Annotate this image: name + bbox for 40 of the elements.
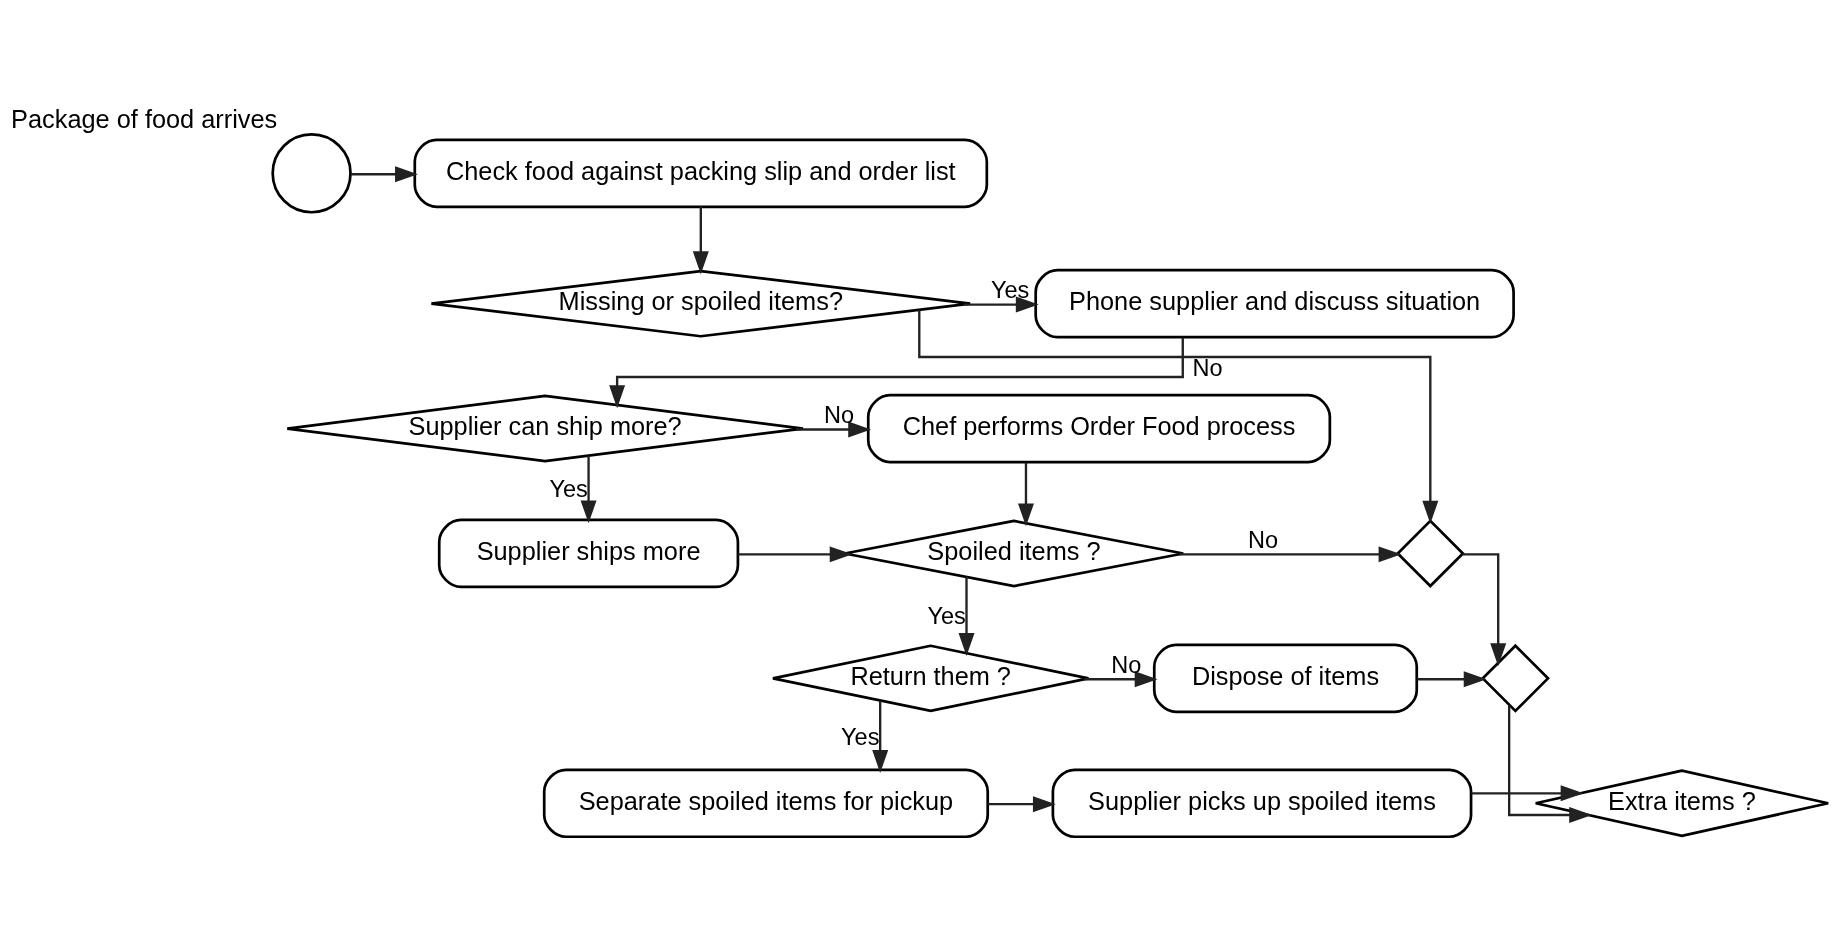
- node-diamond: Return them ?: [771, 643, 1090, 712]
- arrow: [987, 795, 1056, 812]
- arrow: [609, 337, 1184, 408]
- node-diamond: Missing or spoiled items?: [430, 269, 972, 338]
- edge-label: Yes: [549, 475, 588, 502]
- node-box: Chef performs Order Food process: [866, 393, 1332, 463]
- arrow: [1017, 462, 1034, 526]
- node-box: Separate spoiled items for pickup: [542, 767, 990, 838]
- arrow: [963, 296, 1039, 313]
- edge-label: No: [1248, 526, 1279, 553]
- node-box: Check food against packing slip and order list: [413, 137, 989, 208]
- edge-label: No: [824, 401, 855, 428]
- node-box: Dispose of items: [1152, 643, 1419, 713]
- arrow: [1462, 552, 1507, 666]
- arrow: [872, 700, 889, 773]
- arrow: [796, 420, 872, 437]
- edge-label: Yes: [927, 602, 966, 629]
- edge-label: Yes: [841, 723, 880, 750]
- node-diamond: Supplier can ship more?: [285, 394, 805, 462]
- arrow: [1179, 545, 1402, 562]
- node-circle: [271, 132, 352, 214]
- node-box: Supplier ships more: [437, 518, 740, 588]
- arrow: [958, 576, 975, 656]
- arrow: [737, 545, 853, 562]
- arrow: [580, 455, 597, 523]
- arrow: [1417, 670, 1487, 687]
- node-label: Package of food arrives: [11, 104, 278, 133]
- edge-label: Yes: [990, 276, 1030, 303]
- arrow: [1084, 670, 1158, 687]
- arrow: [351, 165, 418, 182]
- arrow: [1471, 784, 1584, 801]
- edge-label: No: [1192, 354, 1223, 381]
- arrow: [692, 206, 709, 274]
- arrow: [1508, 704, 1593, 823]
- node-box: Phone supplier and discuss situation: [1034, 268, 1515, 338]
- node-box: Supplier picks up spoiled items: [1051, 767, 1473, 838]
- arrow: [918, 309, 1439, 524]
- node-diamond: Extra items ?: [1534, 768, 1830, 837]
- node-diamond: [1395, 518, 1465, 588]
- edge-label: No: [1111, 651, 1142, 678]
